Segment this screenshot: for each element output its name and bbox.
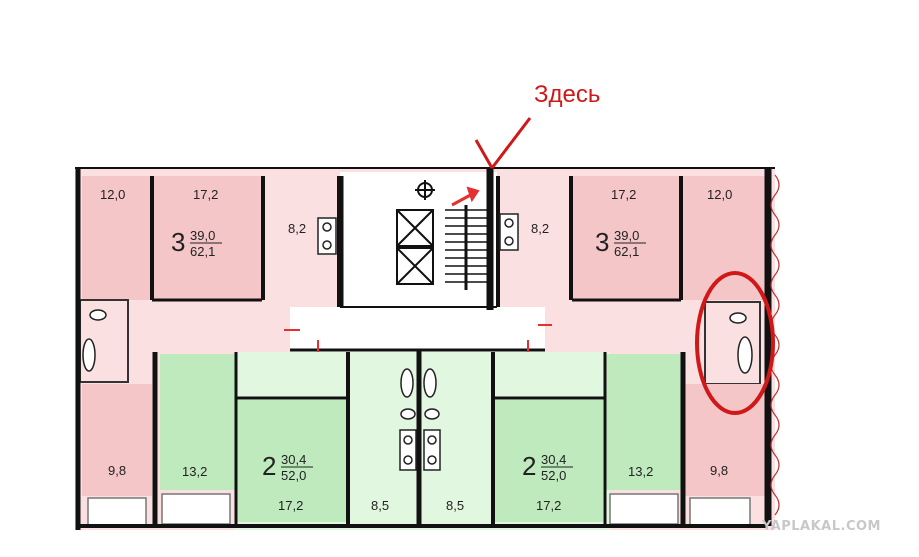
room-bl-room bbox=[160, 354, 235, 490]
svg-text:52,0: 52,0 bbox=[541, 468, 566, 483]
annotation-pointer bbox=[474, 117, 532, 169]
area-bl-small: 9,8 bbox=[108, 463, 126, 478]
area-bl-big: 17,2 bbox=[278, 498, 303, 513]
elevator-lobby bbox=[290, 307, 545, 352]
area-br-big: 17,2 bbox=[536, 498, 561, 513]
room-bl-big bbox=[237, 400, 347, 522]
area-br-room: 13,2 bbox=[628, 464, 653, 479]
watermark: YAPLAKAL.COM bbox=[761, 519, 881, 534]
area-tr-room: 17,2 bbox=[611, 187, 636, 202]
area-bl-kitchen: 8,5 bbox=[371, 498, 389, 513]
elevator-shafts bbox=[396, 180, 435, 285]
svg-text:2: 2 bbox=[522, 451, 536, 481]
stairs bbox=[445, 205, 488, 290]
svg-text:3: 3 bbox=[595, 227, 609, 257]
balcony-bl bbox=[87, 497, 147, 527]
highlight-circle bbox=[695, 271, 775, 415]
apartment-label-br: 2 30,4 52,0 bbox=[522, 451, 573, 483]
svg-text:39,0: 39,0 bbox=[190, 228, 215, 243]
apartment-label-tl: 3 39,0 62,1 bbox=[171, 227, 222, 259]
room-bl-small bbox=[82, 384, 152, 496]
area-tr-corner: 12,0 bbox=[707, 187, 732, 202]
svg-text:52,0: 52,0 bbox=[281, 468, 306, 483]
svg-text:39,0: 39,0 bbox=[614, 228, 639, 243]
area-tl-kitchen: 8,2 bbox=[288, 221, 306, 236]
stove-icons bbox=[317, 213, 519, 471]
svg-text:30,4: 30,4 bbox=[281, 452, 306, 467]
break-line bbox=[770, 174, 780, 516]
room-br-big bbox=[495, 400, 603, 522]
room-tl-corner bbox=[82, 176, 152, 300]
area-br-kitchen: 8,5 bbox=[446, 498, 464, 513]
area-tl-corner: 12,0 bbox=[100, 187, 125, 202]
entry-markers bbox=[284, 186, 552, 352]
svg-text:30,4: 30,4 bbox=[541, 452, 566, 467]
area-tr-kitchen: 8,2 bbox=[531, 221, 549, 236]
balcony-bl2 bbox=[161, 493, 231, 525]
area-br-small: 9,8 bbox=[710, 463, 728, 478]
area-bl-room: 13,2 bbox=[182, 464, 207, 479]
walls bbox=[75, 167, 775, 530]
svg-text:62,1: 62,1 bbox=[614, 244, 639, 259]
balcony-br bbox=[689, 497, 751, 527]
apartment-label-bl: 2 30,4 52,0 bbox=[262, 451, 313, 483]
area-tl-room: 17,2 bbox=[193, 187, 218, 202]
room-tl-main bbox=[152, 176, 262, 300]
apartment-label-tr: 3 39,0 62,1 bbox=[595, 227, 646, 259]
svg-text:62,1: 62,1 bbox=[190, 244, 215, 259]
room-tr-main bbox=[572, 176, 680, 300]
sanitary-icons bbox=[82, 309, 753, 420]
svg-text:2: 2 bbox=[262, 451, 276, 481]
svg-text:3: 3 bbox=[171, 227, 185, 257]
room-br-room bbox=[606, 354, 682, 490]
annotation-label: Здесь bbox=[534, 81, 600, 108]
balcony-br2 bbox=[609, 493, 679, 525]
